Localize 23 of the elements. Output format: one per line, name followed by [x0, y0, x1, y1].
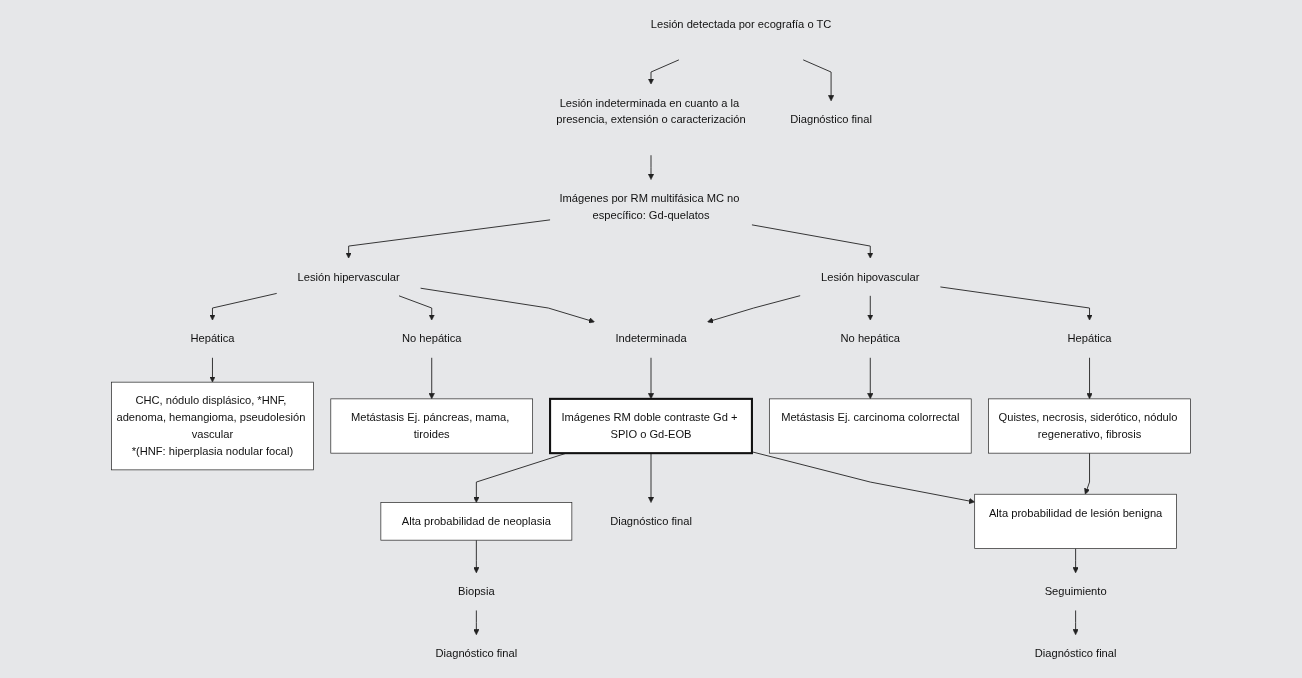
node-text: Diagnóstico final: [435, 647, 518, 660]
node-text: Hepática: [1067, 332, 1112, 345]
node-text: Lesión detectada por ecografía o TC: [650, 18, 832, 30]
node-text: Imágenes por RM multifásica MC no específico: Gd-quelatos: [559, 192, 740, 221]
node-box: Alta probabilidad de neoplasia: [380, 502, 573, 541]
node-box: Imágenes RM doble contraste Gd + SPIO o Gd-EOB: [549, 397, 753, 455]
node-text: Lesión hipervascular: [297, 270, 400, 283]
node-text: Lesión indeterminada en cuanto a la presencia, extensión o caracterización: [556, 96, 746, 126]
node-box: CHC, nódulo displásico, *HNF, adenoma, hemangioma, pseudolesión vascular *(HNF: hiperplasia nodular focal): [111, 381, 314, 471]
node-text: Diagnóstico final: [1034, 647, 1117, 660]
node-box: Alta probabilidad de lesión benigna: [974, 493, 1177, 549]
node-text: Indeterminada: [615, 332, 687, 345]
node-text: No hepática: [402, 332, 462, 345]
node-text: Diagnóstico final: [790, 113, 872, 126]
node-text: Lesión hipovascular: [821, 270, 920, 283]
node-text: Diagnóstico final: [610, 515, 692, 527]
node-text: Hepática: [190, 332, 235, 345]
node-box: Metástasis Ej. carcinoma colorrectal: [769, 398, 972, 454]
node-box: Quistes, necrosis, siderótico, nódulo regenerativo, fibrosis: [988, 398, 1191, 454]
node-box: Metástasis Ej. páncreas, mama, tiroides: [330, 398, 533, 454]
node-text: No hepática: [840, 332, 900, 345]
node-text: Biopsia: [458, 585, 495, 598]
node-text: Seguimiento: [1044, 585, 1107, 598]
